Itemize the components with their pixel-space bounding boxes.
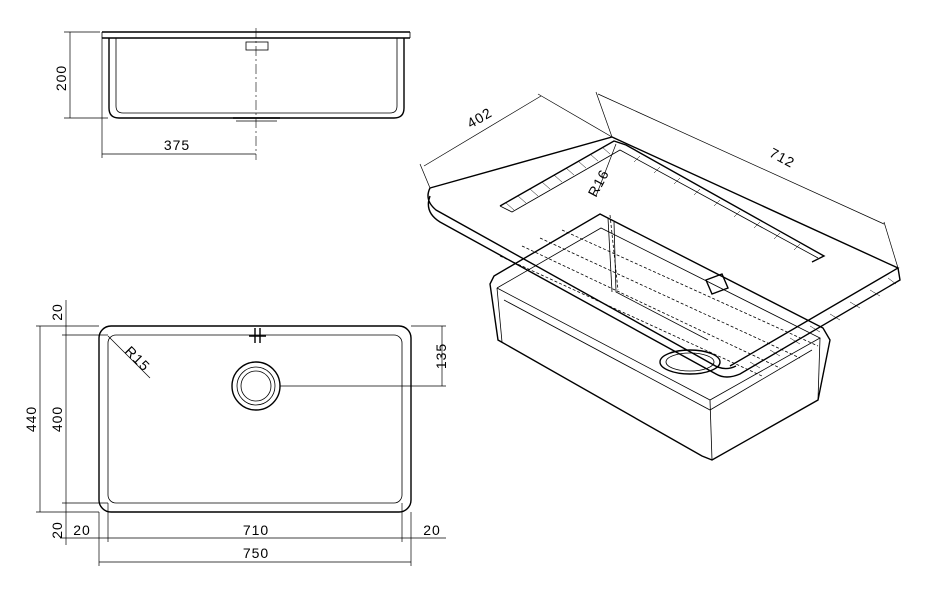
bottom-margin-label: 20 [49,521,65,539]
outer-width-label: 750 [243,545,269,561]
corner-radius-label: R15 [122,343,154,375]
cutout-width-label: 712 [767,144,798,171]
depth-label: 200 [53,65,69,91]
countertop [427,136,901,378]
inner-height-label: 400 [49,406,65,432]
inner-width-label: 710 [243,522,269,538]
sink-tub [489,213,831,461]
cutout-depth-label: 402 [464,104,495,131]
outer-height-label: 440 [23,406,39,432]
left-margin-label: 20 [73,522,91,538]
half-width-label: 375 [164,137,190,153]
top-view: R15 440 400 20 20 135 20 710 20 750 [23,300,449,566]
iso-corner-radius-label: R16 [585,167,613,200]
drain-offset-label: 135 [433,343,449,369]
right-margin-label: 20 [423,522,441,538]
iso-view: 402 712 R16 [419,91,901,461]
top-margin-label: 20 [49,303,65,321]
cut-hatching [505,146,897,369]
drain-circle [231,361,281,411]
side-view: 200 375 [53,28,411,160]
iso-drain [659,349,721,375]
